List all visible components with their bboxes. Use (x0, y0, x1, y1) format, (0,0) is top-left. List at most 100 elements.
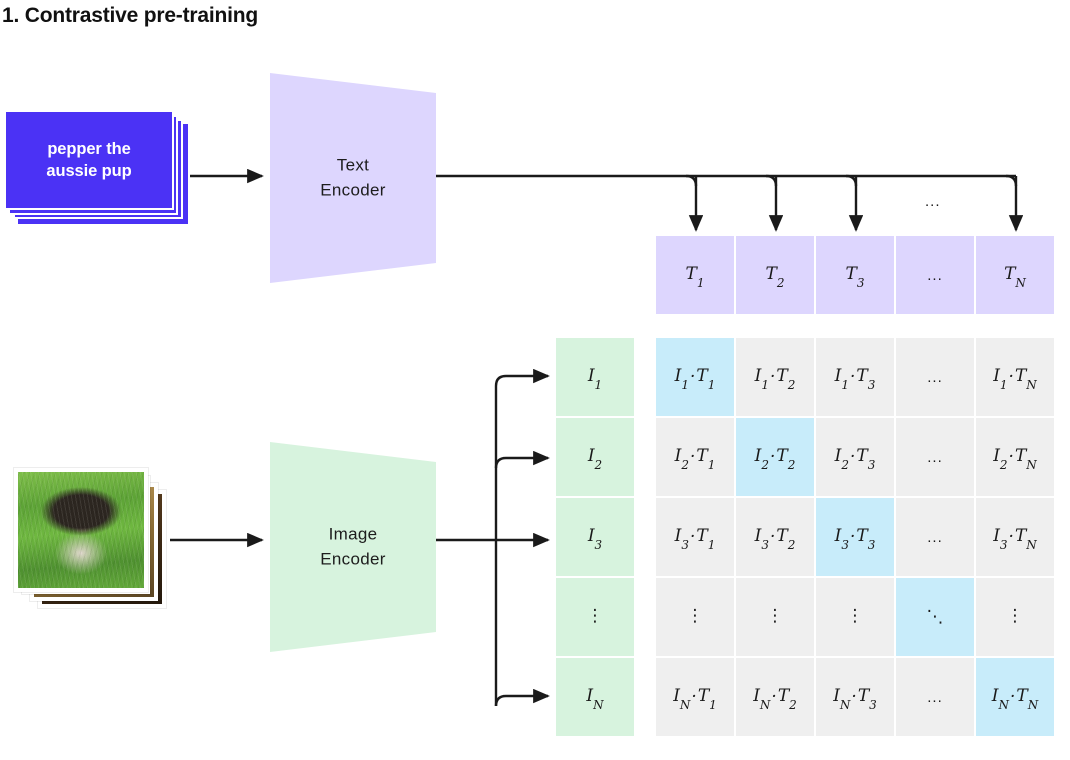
matrix-cell-r1-c4: ... (896, 338, 974, 416)
matrix-cell-r3-c4: ... (896, 498, 974, 576)
symbol: I1 (587, 365, 603, 393)
symbol: I2 (674, 445, 689, 473)
symbol-subscript: 3 (867, 378, 876, 393)
matrix-cell-r4-c3: ⋮ (816, 578, 894, 656)
corner-tn (1005, 174, 1018, 187)
image-embedding-cell-5: IN (556, 658, 634, 736)
symbol-subscript: 2 (787, 458, 796, 473)
text-embedding-cell-2: T2 (736, 236, 814, 314)
symbol: TN (1004, 263, 1026, 291)
symbol-subscript: 3 (681, 538, 689, 553)
text-encoder-label: Text Encoder (270, 153, 436, 202)
symbol: I2 (834, 445, 849, 473)
symbol-subscript: N (1026, 458, 1037, 473)
symbol-subscript: 2 (594, 458, 603, 473)
symbol: T1 (696, 525, 716, 553)
symbol-subscript: 3 (867, 538, 876, 553)
symbol-subscript: N (593, 698, 604, 713)
page-title: 1. Contrastive pre-training (2, 4, 258, 27)
vertical-ellipsis: ⋮ (846, 606, 864, 627)
symbol-subscript: N (839, 698, 851, 713)
horizontal-ellipsis: ... (927, 448, 943, 466)
matrix-cell-r1-c3: I1·T3 (816, 338, 894, 416)
symbol: I3 (674, 525, 689, 553)
symbol-subscript: N (1026, 538, 1037, 553)
dot-product-operator: · (691, 687, 697, 707)
symbol: T3 (856, 525, 876, 553)
symbol: TN (1014, 365, 1037, 393)
dot-product-operator: · (849, 447, 856, 467)
symbol-subscript: 1 (707, 538, 716, 553)
image-input-card-stack (14, 468, 179, 608)
symbol-subscript: 1 (696, 276, 705, 291)
matrix-cell-r5-c4: ... (896, 658, 974, 736)
vertical-ellipsis: ⋮ (686, 606, 704, 627)
matrix-cell-r2-c1: I2·T1 (656, 418, 734, 496)
symbol: IN (586, 685, 604, 713)
symbol: TN (1016, 685, 1039, 713)
symbol: T2 (765, 263, 785, 291)
corner-t3 (845, 174, 858, 187)
symbol-subscript: N (998, 698, 1009, 713)
symbol: T2 (776, 525, 796, 553)
matrix-cell-r4-c5: ⋮ (976, 578, 1054, 656)
symbol: I2 (587, 445, 603, 473)
matrix-cell-r5-c3: IN·T3 (816, 658, 894, 736)
corner-t1 (685, 174, 698, 187)
text-embedding-cell-1: T1 (656, 236, 734, 314)
symbol: I1 (993, 365, 1008, 393)
dot-product-operator: · (851, 687, 857, 707)
text-caption-line-2: aussie pup (46, 162, 132, 180)
matrix-cell-r2-c2: I2·T2 (736, 418, 814, 496)
vertical-ellipsis: ⋮ (1006, 606, 1024, 627)
matrix-cell-r3-c5: I3·TN (976, 498, 1054, 576)
dot-product-operator: · (689, 527, 696, 547)
matrix-cell-r2-c4: ... (896, 418, 974, 496)
text-caption-line-1: pepper the (47, 139, 131, 158)
symbol-subscript: 3 (594, 538, 603, 553)
symbol-subscript: 3 (999, 538, 1008, 553)
dot-product-operator: · (1008, 527, 1014, 547)
dot-product-operator: · (769, 527, 776, 547)
symbol: T1 (697, 685, 717, 713)
matrix-cell-r3-c2: I3·T2 (736, 498, 814, 576)
matrix-cell-r1-c5: I1·TN (976, 338, 1054, 416)
text-encoder-block: Text Encoder (270, 73, 436, 283)
symbol: I3 (587, 525, 603, 553)
symbol-subscript: 2 (841, 458, 849, 473)
image-embedding-cell-3: I3 (556, 498, 634, 576)
symbol-subscript: 1 (709, 698, 717, 713)
symbol: T2 (776, 445, 796, 473)
symbol-subscript: 1 (681, 378, 689, 393)
dot-product-operator: · (689, 367, 696, 387)
symbol: I2 (993, 445, 1008, 473)
symbol-subscript: 3 (761, 538, 769, 553)
dot-product-operator: · (1008, 447, 1014, 467)
image-encoder-label: Image Encoder (270, 522, 436, 571)
dot-product-operator: · (849, 367, 856, 387)
matrix-cell-r5-c5: IN·TN (976, 658, 1054, 736)
symbol-subscript: 1 (841, 378, 849, 393)
horizontal-ellipsis: ... (927, 266, 943, 284)
symbol: I1 (674, 365, 689, 393)
symbol-subscript: N (1015, 276, 1026, 291)
symbol: T3 (856, 365, 876, 393)
image-card-front-puppy-photo (14, 468, 148, 592)
symbol: IN (673, 685, 691, 713)
diagonal-ellipsis: ⋱ (926, 607, 944, 627)
dot-product-operator: · (769, 447, 776, 467)
symbol: T1 (696, 445, 716, 473)
symbol: TN (1014, 445, 1037, 473)
grass-texture (18, 472, 144, 588)
horizontal-ellipsis: ... (927, 688, 943, 706)
symbol-subscript: N (1026, 378, 1037, 393)
vertical-ellipsis: ⋮ (586, 606, 604, 627)
symbol-subscript: 2 (787, 378, 796, 393)
symbol-subscript: 1 (707, 458, 716, 473)
symbol-subscript: 2 (787, 538, 796, 553)
matrix-cell-r2-c3: I2·T3 (816, 418, 894, 496)
matrix-cell-r3-c3: I3·T3 (816, 498, 894, 576)
matrix-cell-r1-c2: I1·T2 (736, 338, 814, 416)
symbol: IN (753, 685, 771, 713)
image-encoder-line-2: Encoder (320, 549, 386, 568)
